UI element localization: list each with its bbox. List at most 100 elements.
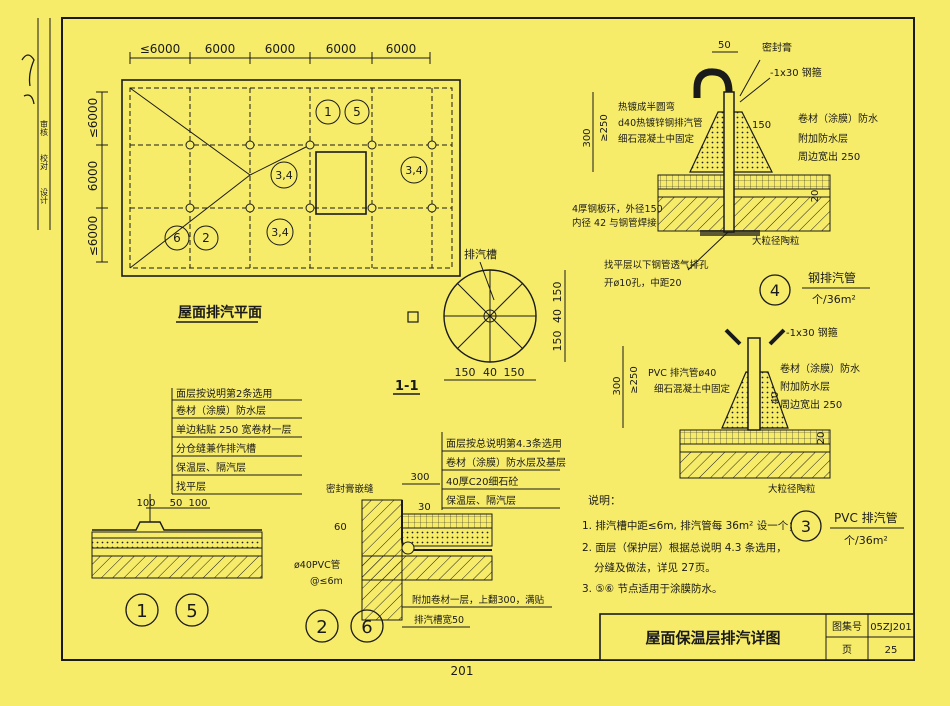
detail4-dim: 20	[810, 190, 821, 203]
detail4-callout: -1x30 钢箍	[770, 66, 822, 79]
section-dim: 150	[504, 366, 525, 379]
detail26-dim: 300	[410, 472, 429, 483]
detail-4-steel-vent: 密封膏 -1x30 钢箍 热镀成半圆弯 d40热镀锌钢排汽管 细石混凝土中固定 …	[572, 40, 878, 306]
detail15-layer: 面层按说明第2条选用	[176, 387, 272, 400]
detail3-dim: ≥250	[629, 366, 640, 393]
plan-tag: 3,4	[405, 164, 423, 177]
detail26-number: 6	[361, 617, 372, 638]
plan-tag: 3,4	[271, 226, 289, 239]
detail15-dim: 100	[136, 498, 155, 509]
detail-2-6: 面层按总说明第4.3条选用 卷材（涂膜）防水层及基层 40厚C20细石砼 保温层…	[294, 432, 566, 643]
plan-dim-left: ≤6000	[86, 216, 100, 257]
title-block-atlas-no: 05ZJ201	[870, 622, 912, 633]
roof-vent-plan: ≤6000 6000 6000 6000 6000 ≤6000 6000 ≤60…	[86, 42, 461, 323]
detail4-callout: 热镀成半圆弯	[618, 101, 675, 113]
trough-label: 排汽槽	[464, 247, 497, 261]
detail3-title: PVC 排汽管	[834, 510, 898, 525]
detail26-number: 2	[316, 617, 327, 638]
notes: 说明： 1. 排汽槽中距≤6m, 排汽管每 36m² 设一个； 2. 面层（保护…	[582, 493, 799, 595]
detail4-callout: d40热镀锌钢排汽管	[618, 117, 703, 129]
plan-dim-left: 6000	[86, 161, 100, 192]
detail15-layer: 找平层	[176, 480, 206, 493]
notes-line: 分缝及做法，详见 27页。	[594, 561, 716, 574]
plan-tag: 1	[324, 105, 332, 119]
detail3-callout: 周边宽出 250	[780, 398, 842, 411]
detail4-title: 钢排汽管	[808, 270, 856, 285]
detail4-dim: 50	[718, 40, 731, 51]
detail15-number: 5	[186, 601, 197, 622]
page-number: 201	[451, 664, 474, 678]
title-block: 屋面保温层排汽详图 图集号 05ZJ201 页 25	[599, 613, 915, 661]
margin-strip-row: 校对	[40, 153, 49, 170]
plan-dim-top: ≤6000	[140, 42, 181, 56]
section-label: 1-1	[395, 379, 419, 394]
detail3-dim: 300	[612, 376, 623, 395]
detail4-dim: 150	[752, 120, 771, 131]
section-dim: 150	[551, 331, 564, 352]
detail4-callout: 内径 42 与钢管焊接	[572, 217, 657, 229]
detail15-layer: 单边粘贴 250 宽卷材一层	[176, 423, 291, 436]
detail3-callout: 大粒径陶粒	[768, 483, 816, 495]
detail4-dim: ≥250	[599, 114, 610, 141]
plan-title: 屋面排汽平面	[178, 304, 262, 321]
roof-outline	[121, 79, 461, 277]
notes-heading: 说明：	[588, 493, 621, 507]
plan-dim-top: 6000	[265, 42, 296, 56]
detail4-callout: 4厚钢板环，外径150	[572, 203, 663, 215]
section-dim: 150	[551, 282, 564, 303]
plan-tag: 3,4	[275, 169, 293, 182]
detail4-callout: 细石混凝土中固定	[618, 133, 695, 145]
detail26-layer: 保温层、隔汽层	[446, 494, 516, 507]
detail4-number: 4	[770, 281, 780, 300]
section-dim: 150	[455, 366, 476, 379]
title-block-atlas-label: 图集号	[832, 620, 862, 633]
detail3-dim: 40	[770, 392, 781, 405]
detail26-callout: 排汽槽宽50	[414, 614, 464, 626]
detail26-layer: 面层按总说明第4.3条选用	[446, 437, 562, 450]
plan-tag: 6	[173, 231, 181, 245]
detail4-callout: 卷材（涂膜）防水	[798, 112, 878, 125]
detail3-callout: -1x30 钢箍	[786, 326, 838, 339]
plan-dim-top: 6000	[386, 42, 417, 56]
detail-1-5: 面层按说明第2条选用 卷材（涂膜）防水层 单边粘贴 250 宽卷材一层 分仓缝兼…	[91, 387, 302, 627]
detail26-callout: @≤6m	[310, 576, 343, 587]
detail15-layer: 卷材（涂膜）防水层	[176, 404, 266, 417]
detail4-callout: 找平层以下钢管透气排孔	[604, 259, 709, 271]
detail4-callout: 密封膏	[762, 41, 792, 54]
section-1-1: 排汽槽 1-1 150 40 150 150 40 150	[393, 247, 566, 395]
margin-strip-row: 设计	[40, 187, 49, 205]
detail26-layer: 40厚C20细石砼	[446, 475, 518, 488]
plan-dim-top: 6000	[326, 42, 357, 56]
detail26-dim: 60	[334, 522, 347, 533]
detail4-dim: 300	[582, 128, 593, 147]
detail15-layer: 保温层、隔汽层	[176, 461, 246, 474]
plan-dim-left: ≤6000	[86, 98, 100, 139]
detail4-callout: 大粒径陶粒	[752, 235, 800, 247]
detail26-callout: 密封膏嵌缝	[326, 483, 374, 495]
detail26-callout: ø40PVC管	[294, 559, 340, 571]
detail15-number: 1	[136, 601, 147, 622]
plan-dim-top: 6000	[205, 42, 236, 56]
detail3-callout: 卷材（涂膜）防水	[780, 362, 860, 375]
detail3-callout: PVC 排汽管ø40	[648, 367, 716, 379]
detail4-callout: 开ø10孔，中距20	[604, 277, 682, 289]
plan-tag: 2	[202, 231, 210, 245]
notes-line: 2. 面层（保护层）根据总说明 4.3 条选用，	[582, 541, 787, 554]
margin-strip-row: 审核	[40, 119, 49, 137]
detail3-dim: 20	[816, 432, 827, 445]
detail26-callout: 附加卷材一层，上翻300，满贴	[412, 594, 545, 606]
title-block-page-label: 页	[842, 644, 852, 656]
detail15-layer: 分仓缝兼作排汽槽	[176, 442, 256, 455]
detail15-dim: 100	[188, 498, 207, 509]
title-block-title: 屋面保温层排汽详图	[645, 629, 780, 647]
detail26-dim: 30	[418, 502, 431, 513]
detail3-callout: 细石混凝土中固定	[654, 383, 731, 395]
notes-line: 1. 排汽槽中距≤6m, 排汽管每 36m² 设一个；	[582, 519, 799, 532]
detail3-callout: 附加防水层	[780, 380, 830, 393]
plan-tag: 5	[353, 105, 361, 119]
title-block-page-no: 25	[885, 645, 898, 656]
detail3-number: 3	[801, 517, 811, 536]
